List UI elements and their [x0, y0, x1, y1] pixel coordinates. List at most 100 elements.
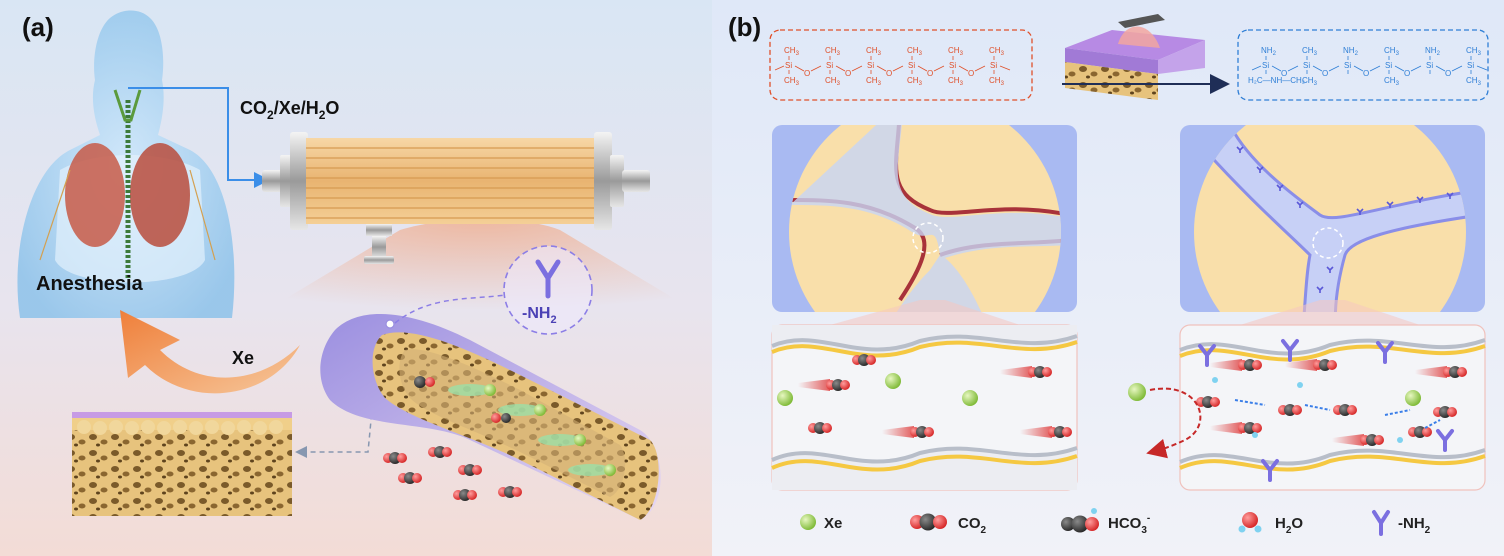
- o-atom: O: [968, 69, 974, 78]
- amine-group-icon: [1281, 339, 1299, 362]
- amine-group-icon: [1376, 341, 1394, 364]
- co2-molecule: [1333, 404, 1357, 416]
- svg-text:Xe: Xe: [824, 515, 842, 532]
- rejected-xe: [1128, 383, 1202, 459]
- o-atom: O: [1363, 69, 1369, 78]
- amine-site-icon: [1256, 166, 1264, 173]
- legend: Xe CO2 HCO3- H2O -NH2: [800, 508, 1431, 536]
- membrane-cross-section: [72, 412, 292, 516]
- anesthesia-label: Anesthesia: [36, 273, 144, 295]
- svg-text:HCO3-: HCO3-: [1108, 513, 1150, 536]
- co2-molecule: [808, 422, 832, 434]
- top-substituent: CH3: [866, 46, 882, 57]
- amine-label: -NH2: [522, 305, 557, 326]
- si-atom: Si: [1385, 61, 1392, 70]
- top-substituent: CH3: [825, 46, 841, 57]
- amine-membrane-zoom: [1180, 125, 1485, 312]
- amine-site-icon: [1386, 201, 1394, 208]
- o-atom: O: [1404, 69, 1410, 78]
- amine-site-icon: [1236, 146, 1244, 153]
- co2-molecule: [1408, 426, 1432, 438]
- top-substituent: CH3: [1384, 46, 1400, 57]
- pdms-chain-structure: SiCH3CH3OSiCH3CH3OSiCH3CH3OSiCH3CH3OSiCH…: [769, 29, 1033, 101]
- si-atom: Si: [867, 61, 874, 70]
- human-body-illustration: [17, 10, 235, 318]
- svg-text:CO2: CO2: [958, 515, 987, 536]
- co2-molecule: [1278, 404, 1302, 416]
- xe-atom: [962, 390, 978, 406]
- si-atom: Si: [949, 61, 956, 70]
- co2-icon: [910, 513, 947, 531]
- co2-molecule: [852, 354, 876, 366]
- svg-text:-NH2: -NH2: [1398, 515, 1431, 536]
- co2-molecule: [1285, 359, 1337, 371]
- top-substituent: CH3: [948, 46, 964, 57]
- si-atom: Si: [990, 61, 997, 70]
- water-hydrogen: [1212, 377, 1218, 383]
- bottom-substituent: CH3: [1466, 76, 1482, 87]
- svg-text:H2O: H2O: [1275, 515, 1303, 536]
- zoom-link-line: [295, 324, 381, 458]
- co2-molecule: [1210, 422, 1262, 434]
- xe-icon: [800, 514, 816, 530]
- hollow-fiber-cutaway: [320, 313, 661, 520]
- co2-molecule: [1433, 406, 1457, 418]
- bottom-substituent: CH3: [784, 76, 800, 87]
- amine-site-icon: [1356, 208, 1364, 215]
- xe-atom: [777, 390, 793, 406]
- amine-transport-channel: [1179, 300, 1486, 491]
- panel-b-label: (b): [728, 12, 761, 42]
- co2-molecule: [1000, 366, 1052, 378]
- o-atom: O: [804, 69, 810, 78]
- amine-group-icon: [1198, 344, 1216, 367]
- xe-atom: [885, 373, 901, 389]
- gas-feed-label: CO2/Xe/H2O: [240, 98, 339, 122]
- si-atom: Si: [1426, 61, 1433, 70]
- water-hydrogen: [1297, 382, 1303, 388]
- co2-molecule: [1332, 434, 1384, 446]
- amine-site-icon: [1446, 192, 1454, 199]
- co2-molecule: [798, 379, 850, 391]
- si-atom: Si: [826, 61, 833, 70]
- xe-arrow-label: Xe: [232, 348, 254, 368]
- co2-molecule: [1020, 426, 1072, 438]
- hydrogen-bond: [1304, 404, 1331, 411]
- panel-a-label: (a): [22, 12, 54, 42]
- top-substituent: CH3: [1302, 46, 1318, 57]
- amine-site-icon: [1296, 201, 1304, 208]
- o-atom: O: [1281, 69, 1287, 78]
- bottom-substituent: CH3: [948, 76, 964, 87]
- bottom-substituent: CH3: [1302, 76, 1318, 87]
- co2-molecule: [1196, 396, 1220, 408]
- inhalation-line: [128, 87, 270, 188]
- top-substituent: CH3: [1466, 46, 1482, 57]
- legend-item-co2: CO2: [910, 513, 987, 536]
- amine-site-icon: [1276, 184, 1284, 191]
- pdms-transport-channel: [771, 300, 1078, 491]
- xe-atom: [1405, 390, 1421, 406]
- top-substituent: NH2: [1425, 46, 1441, 57]
- amine-group-icon: [1261, 459, 1279, 482]
- o-atom: O: [1445, 69, 1451, 78]
- top-substituent: CH3: [784, 46, 800, 57]
- si-atom: Si: [1303, 61, 1310, 70]
- pdms-membrane-zoom: [772, 125, 1077, 312]
- si-atom: Si: [1262, 61, 1269, 70]
- hydrogen-bond: [1384, 409, 1411, 416]
- amine-group-icon: [1436, 429, 1454, 452]
- bottom-substituent: CH3: [907, 76, 923, 87]
- bottom-substituent: CH3: [866, 76, 882, 87]
- top-substituent: NH2: [1261, 46, 1277, 57]
- hydrogen-bond: [1234, 399, 1266, 406]
- top-substituent: NH2: [1343, 46, 1359, 57]
- outflow-co2-molecules: [383, 446, 522, 501]
- amine-link-line: [394, 294, 506, 324]
- bottom-substituent: CH3: [1384, 76, 1400, 87]
- amine-zoom-bubble: [503, 245, 593, 335]
- o-atom: O: [1322, 69, 1328, 78]
- hollow-fiber-membrane-module: [250, 132, 710, 320]
- top-substituent: CH3: [907, 46, 923, 57]
- legend-item-h2o: H2O: [1238, 512, 1303, 536]
- co2-molecule: [1210, 359, 1262, 371]
